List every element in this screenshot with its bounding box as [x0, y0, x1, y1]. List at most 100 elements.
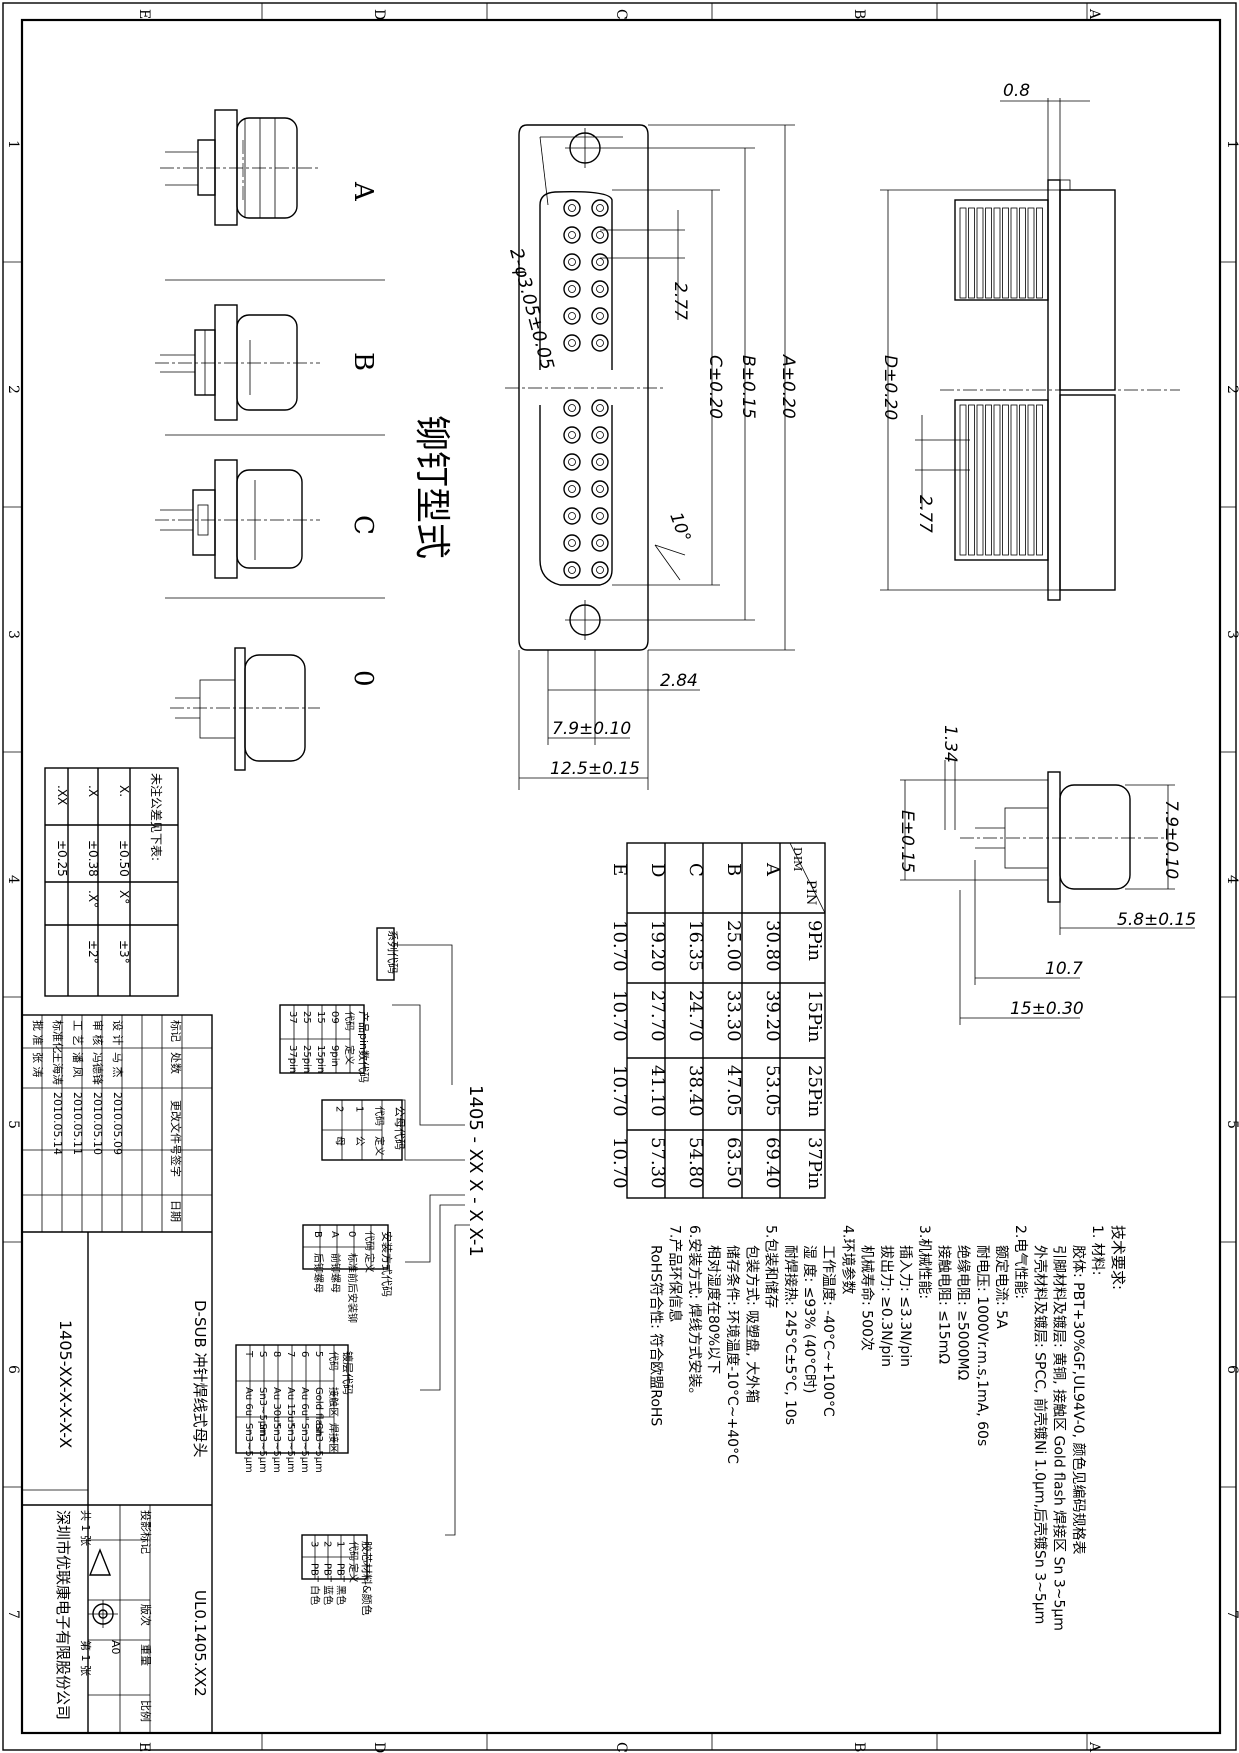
tolerance-cell: ±3°	[117, 940, 131, 964]
border-letter-top: E	[136, 9, 152, 19]
dim-table-row-header: C	[685, 863, 706, 877]
pin-contact	[591, 507, 609, 525]
dim-table-pin-header: 25Pin	[804, 1065, 825, 1118]
part-code-tree: 1405 - XX X - X X-1 系列代码 产品pin数代码代码定义099…	[235, 927, 486, 1616]
pin-count-table-header: 产品pin数代码	[357, 1011, 371, 1083]
dim-table-cell: 10.70	[609, 990, 630, 1042]
dim-table-cell: 10.70	[609, 920, 630, 972]
solder-cup	[1002, 404, 1009, 556]
pin-contact	[591, 480, 609, 498]
dim-table-cell: 30.80	[762, 920, 783, 972]
color-code-table-cell: 2	[321, 1541, 332, 1547]
plating-code-table-cell: 6	[299, 1351, 310, 1357]
pin-count-table-col: 代码	[343, 1011, 355, 1031]
plating-code-table-cell: S	[257, 1351, 268, 1357]
border-number-right: 6	[1224, 1365, 1239, 1374]
pin-contact	[563, 253, 581, 271]
plating-code-table-cell: Gold flash	[313, 1387, 324, 1437]
plating-code-table-cell: Au 30u"	[271, 1387, 282, 1427]
tech-line: 储存条件: 环境温度-10°C~+40°C	[724, 1245, 741, 1464]
tolerance-cell: X°	[117, 890, 131, 904]
color-code-table-col: 代码	[347, 1541, 359, 1561]
plating-code-table-cell: Sn3~5μm	[299, 1423, 310, 1473]
view-label-c: C	[348, 515, 378, 535]
dim-table-cell: 33.30	[723, 990, 744, 1042]
title-block-header: 日期	[169, 1200, 182, 1222]
pin-contact	[591, 561, 609, 579]
title-block-date: 2010.05.11	[71, 1092, 84, 1155]
pin-count-table-col: 定义	[343, 1045, 356, 1065]
weight-label: 重量	[139, 1644, 153, 1666]
tech-line: 1. 材料:	[1089, 1225, 1105, 1276]
plating-code-table-cell: 8	[271, 1351, 282, 1357]
color-code-table-header: 胶芯材料&颜色	[360, 1541, 374, 1616]
pin-contact	[563, 280, 581, 298]
border-letter-bottom: C	[613, 1742, 629, 1753]
solder-cup	[1019, 207, 1026, 299]
solder-cup	[1019, 404, 1026, 556]
dim-0-8: 0.8	[1003, 81, 1030, 101]
mount-code-table-cell: 标准前后安装铆	[346, 1253, 359, 1323]
border-letter-bottom: B	[851, 1742, 867, 1752]
mount-code-table-cell: 后铆螺母	[312, 1253, 325, 1293]
solder-cup	[968, 404, 975, 556]
tech-line: 额定电流: 5A	[993, 1245, 1009, 1329]
gender-code-table-col: 定义	[373, 1136, 386, 1156]
solder-cup	[959, 404, 967, 556]
border-letter-top: D	[371, 9, 387, 20]
dim-table-cell: 16.35	[685, 920, 706, 972]
tolerance-cell: ±2°	[86, 940, 100, 964]
tech-line: 7.产品环保信息	[667, 1225, 684, 1322]
total-sheets: 共 1 张	[79, 1510, 92, 1546]
plating-code-table-cell: Au 15u"	[285, 1387, 296, 1427]
solder-cup	[976, 207, 984, 299]
title-block-header: 处数	[169, 1052, 182, 1074]
mount-code-table-col: 定义	[363, 1253, 376, 1273]
dim-table-cell: 38.40	[685, 1065, 706, 1117]
plating-code-table-cell: Au 6u	[243, 1387, 254, 1416]
pin-contact	[563, 561, 581, 579]
gender-code-table-cell: 母	[333, 1136, 345, 1146]
title-block-name: 潘 凤	[71, 1052, 84, 1078]
pin-count-table-cell: 15pin	[315, 1045, 326, 1073]
solder-cup	[1010, 207, 1018, 299]
dim-table-cell: 57.30	[647, 1137, 668, 1189]
dim-10-deg: 10°	[665, 510, 694, 545]
border-number-right: 3	[1224, 630, 1239, 639]
tolerance-cell: X.	[117, 785, 131, 797]
color-code-table-cell: 3	[308, 1541, 319, 1547]
series-code-label: 系列代码	[386, 930, 400, 974]
pin-contact	[563, 534, 581, 552]
mount-code-table-cell: 0	[346, 1231, 357, 1237]
dim-12-5: 12.5±0.15	[550, 759, 640, 779]
pin-contact	[563, 426, 581, 444]
tolerance-cell: ±0.25	[55, 840, 69, 877]
pin-count-table-cell: 09	[329, 1011, 340, 1024]
border-letter-bottom: E	[136, 1742, 152, 1752]
pin-contact	[591, 534, 609, 552]
product-name: D-SUB 冲针焊线式母头	[191, 1300, 209, 1458]
dim-table-pin-header: 37Pin	[804, 1137, 825, 1190]
dim-table-pin-header: 9Pin	[804, 920, 825, 961]
dim-7-9-front: 7.9±0.10	[552, 719, 631, 739]
tech-line: 包装方式: 吸塑盘, 大外箱	[743, 1245, 760, 1403]
pin-count-table-cell: 15	[315, 1011, 326, 1024]
dim-table-row-header: B	[723, 863, 744, 876]
tech-line: 引脚材料及镀层: 黄铜, 接触区 Gold flash 焊接区 Sn 3~5μm	[1051, 1245, 1068, 1631]
dim-d: D±0.20	[880, 355, 900, 420]
border-number-right: 7	[1224, 1610, 1239, 1619]
border-number-right: 2	[1224, 385, 1239, 394]
title-block-header: 签字	[169, 1155, 183, 1177]
plating-code-table-cell: Sn3~5μm	[271, 1423, 282, 1473]
tolerance-cell: ±0.50	[117, 840, 131, 877]
dim-b: B±0.15	[738, 355, 758, 419]
view-label-o: 0	[348, 670, 378, 687]
solder-cup	[1036, 404, 1043, 556]
version-value: A0	[109, 1640, 122, 1655]
tech-line: 耐焊接热: 245°C±5°C, 10s	[782, 1245, 799, 1425]
front-view	[505, 124, 665, 651]
gender-code-table-cell: 公	[353, 1136, 364, 1146]
tech-line: 机械寿命: 500次	[859, 1245, 876, 1351]
ratio-label: 比例	[139, 1700, 153, 1722]
